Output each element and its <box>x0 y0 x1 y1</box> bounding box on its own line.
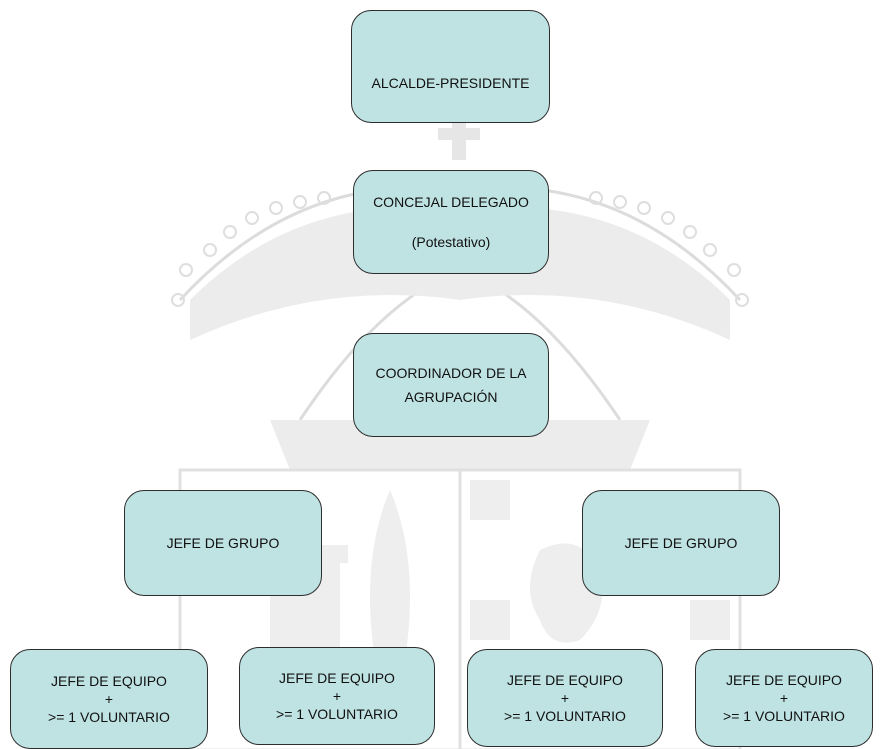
node-label: JEFE DE GRUPO <box>166 534 280 551</box>
node-label-2: >= 1 VOLUNTARIO <box>276 706 398 723</box>
node-alcalde-presidente: ALCALDE-PRESIDENTE <box>351 10 550 123</box>
node-equipo-3: JEFE DE EQUIPO + >= 1 VOLUNTARIO <box>467 649 663 747</box>
node-label: JEFE DE EQUIPO <box>51 672 167 689</box>
node-coordinador: COORDINADOR DE LA AGRUPACIÓN <box>353 333 549 437</box>
node-jefe-grupo-1: JEFE DE GRUPO <box>124 490 322 596</box>
node-label: JEFE DE EQUIPO <box>726 671 842 688</box>
node-plus: + <box>560 689 570 706</box>
node-label: COORDINADOR DE LA <box>375 364 527 381</box>
node-equipo-1: JEFE DE EQUIPO + >= 1 VOLUNTARIO <box>10 649 208 749</box>
node-label-2: >= 1 VOLUNTARIO <box>48 709 170 726</box>
node-concejal-delegado: CONCEJAL DELEGADO (Potestativo) <box>353 170 549 274</box>
node-label: JEFE DE EQUIPO <box>279 669 395 686</box>
node-label: ALCALDE-PRESIDENTE <box>371 75 530 92</box>
node-plus: + <box>104 690 114 707</box>
node-label: CONCEJAL DELEGADO <box>373 193 529 210</box>
node-equipo-2: JEFE DE EQUIPO + >= 1 VOLUNTARIO <box>239 647 435 745</box>
node-label: JEFE DE GRUPO <box>624 534 738 551</box>
node-jefe-grupo-2: JEFE DE GRUPO <box>582 490 780 596</box>
node-label: JEFE DE EQUIPO <box>507 671 623 688</box>
node-label-2: >= 1 VOLUNTARIO <box>723 708 845 725</box>
node-plus: + <box>332 687 342 704</box>
node-label-2: >= 1 VOLUNTARIO <box>504 708 626 725</box>
node-equipo-4: JEFE DE EQUIPO + >= 1 VOLUNTARIO <box>695 649 873 747</box>
node-plus: + <box>779 689 789 706</box>
node-sublabel: (Potestativo) <box>411 234 491 250</box>
node-label-2: AGRUPACIÓN <box>404 389 498 405</box>
